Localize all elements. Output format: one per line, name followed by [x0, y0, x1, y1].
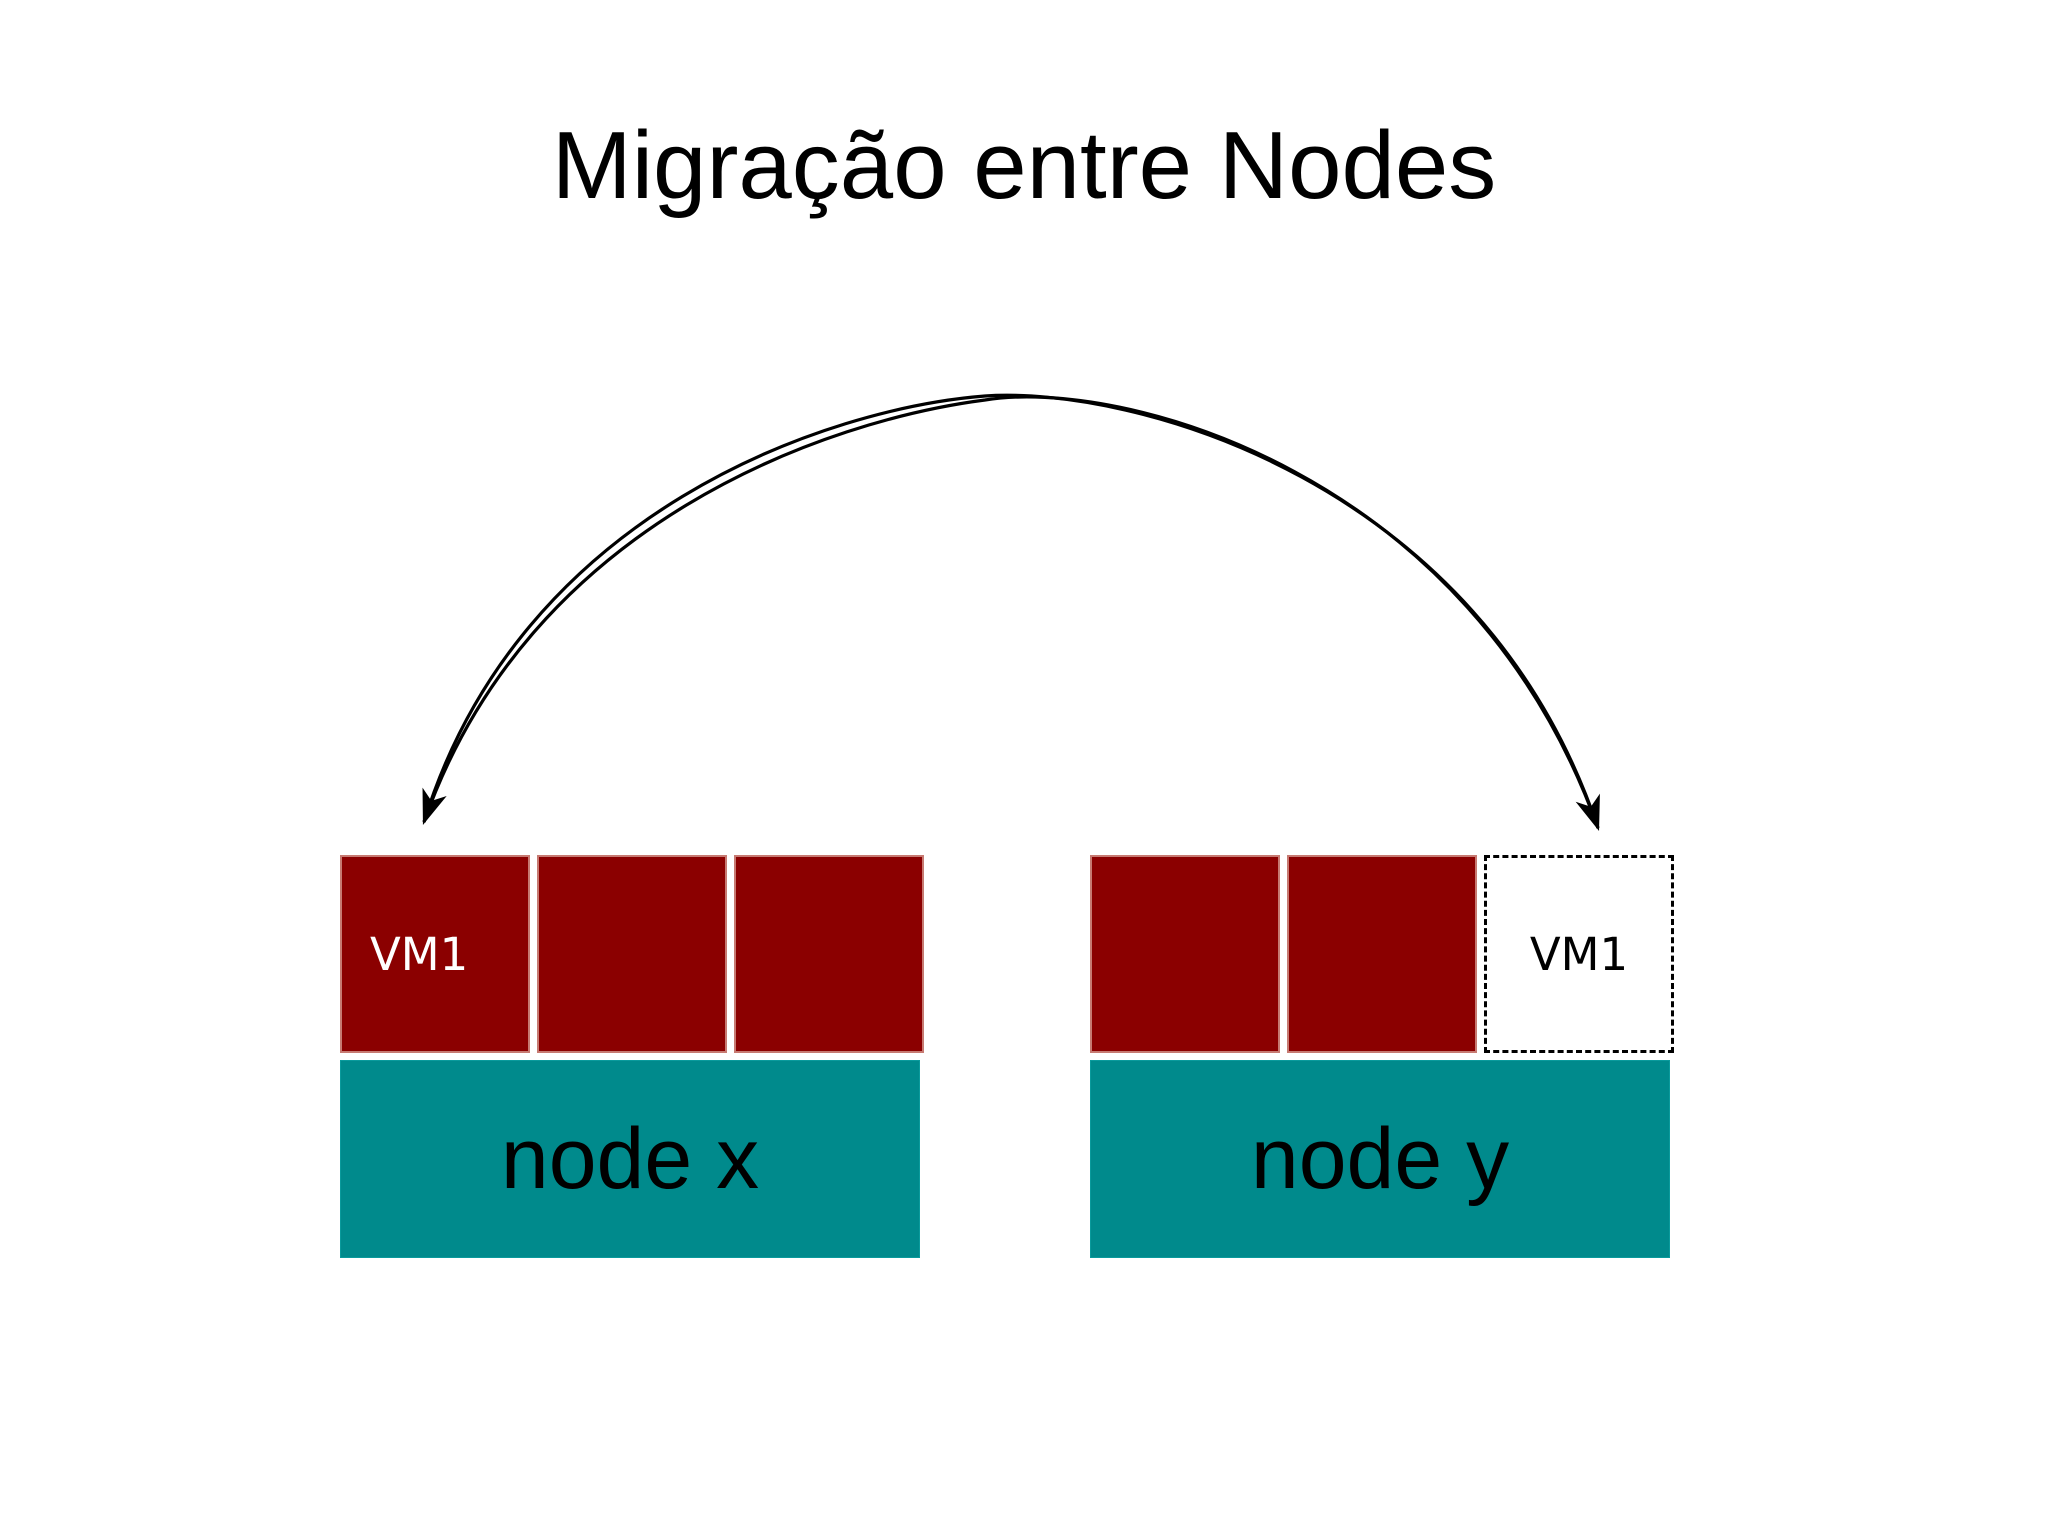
- node-y-slot-2[interactable]: [1287, 855, 1477, 1053]
- node-x-vm-slots: VM1: [340, 855, 924, 1053]
- node-x-slot-3[interactable]: [734, 855, 924, 1053]
- node-y-slot-3-target[interactable]: VM1: [1484, 855, 1674, 1053]
- vm-label: VM1: [370, 927, 469, 981]
- node-y-vm-slots: VM1: [1090, 855, 1674, 1053]
- node-x-bar[interactable]: node x: [340, 1060, 920, 1258]
- node-x-slot-1[interactable]: VM1: [340, 855, 530, 1053]
- node-y-slot-1[interactable]: [1090, 855, 1280, 1053]
- node-x-label: node x: [500, 1111, 760, 1207]
- node-y-label: node y: [1250, 1111, 1510, 1207]
- node-x-slot-2[interactable]: [537, 855, 727, 1053]
- migration-arc-path: [422, 395, 1600, 829]
- node-y-bar[interactable]: node y: [1090, 1060, 1670, 1258]
- migration-arc-path-return: [422, 393, 1600, 832]
- vm-label: VM1: [1529, 927, 1629, 981]
- page-title: Migração entre Nodes: [551, 112, 1497, 219]
